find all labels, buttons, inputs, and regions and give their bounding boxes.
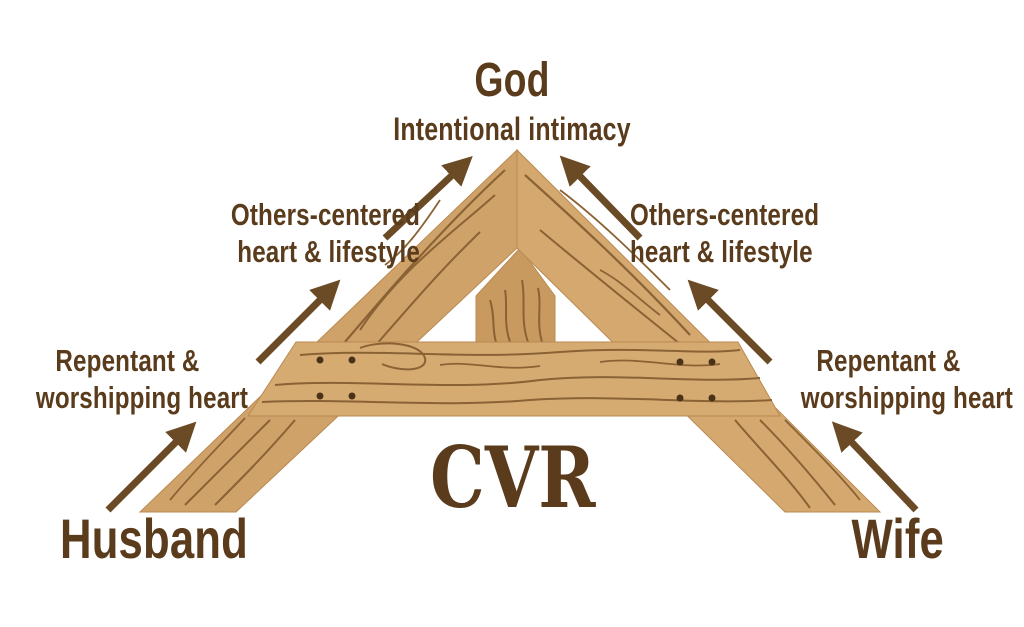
others-centered-right-label: Others-centered heart & lifestyle [630, 196, 880, 270]
nail [348, 356, 356, 364]
arrow-up-left-apex [559, 155, 643, 241]
repentant-left-line1: Repentant & [55, 343, 200, 378]
cvr-logo: CVR [430, 428, 596, 527]
repentant-left-line2: worshipping heart [35, 380, 249, 416]
tie-beam [247, 341, 781, 417]
wife-label: Wife [851, 507, 944, 570]
nail [708, 394, 716, 402]
god-label: God [474, 54, 550, 107]
nail [316, 356, 324, 364]
arrow-up-left-low [831, 421, 919, 513]
nail [348, 392, 356, 400]
arrow-up-right-low [105, 421, 197, 513]
others-centered-right-line2: heart & lifestyle [630, 234, 813, 270]
others-centered-right-line1: Others-centered [630, 197, 820, 232]
repentant-left-label: Repentant & worshipping heart [35, 342, 249, 416]
king-post [475, 247, 556, 343]
nail [708, 358, 716, 366]
intentional-intimacy-label: Intentional intimacy [393, 111, 631, 147]
others-centered-left-line2: heart & lifestyle [237, 234, 420, 270]
arrow-up-right-mid [255, 279, 341, 365]
husband-label: Husband [60, 507, 248, 570]
arrow-up-left-mid [687, 279, 773, 365]
arrow-up-right-apex [382, 155, 473, 241]
nail [676, 394, 684, 402]
others-centered-left-label: Others-centered heart & lifestyle [178, 196, 420, 270]
others-centered-left-line1: Others-centered [230, 197, 420, 232]
repentant-right-line1: Repentant & [816, 343, 961, 378]
repentant-right-line2: worshipping heart [800, 380, 1013, 416]
nail [316, 392, 324, 400]
repentant-right-label: Repentant & worshipping heart [800, 342, 1013, 416]
right-rafter [516, 148, 882, 513]
nail [676, 358, 684, 366]
